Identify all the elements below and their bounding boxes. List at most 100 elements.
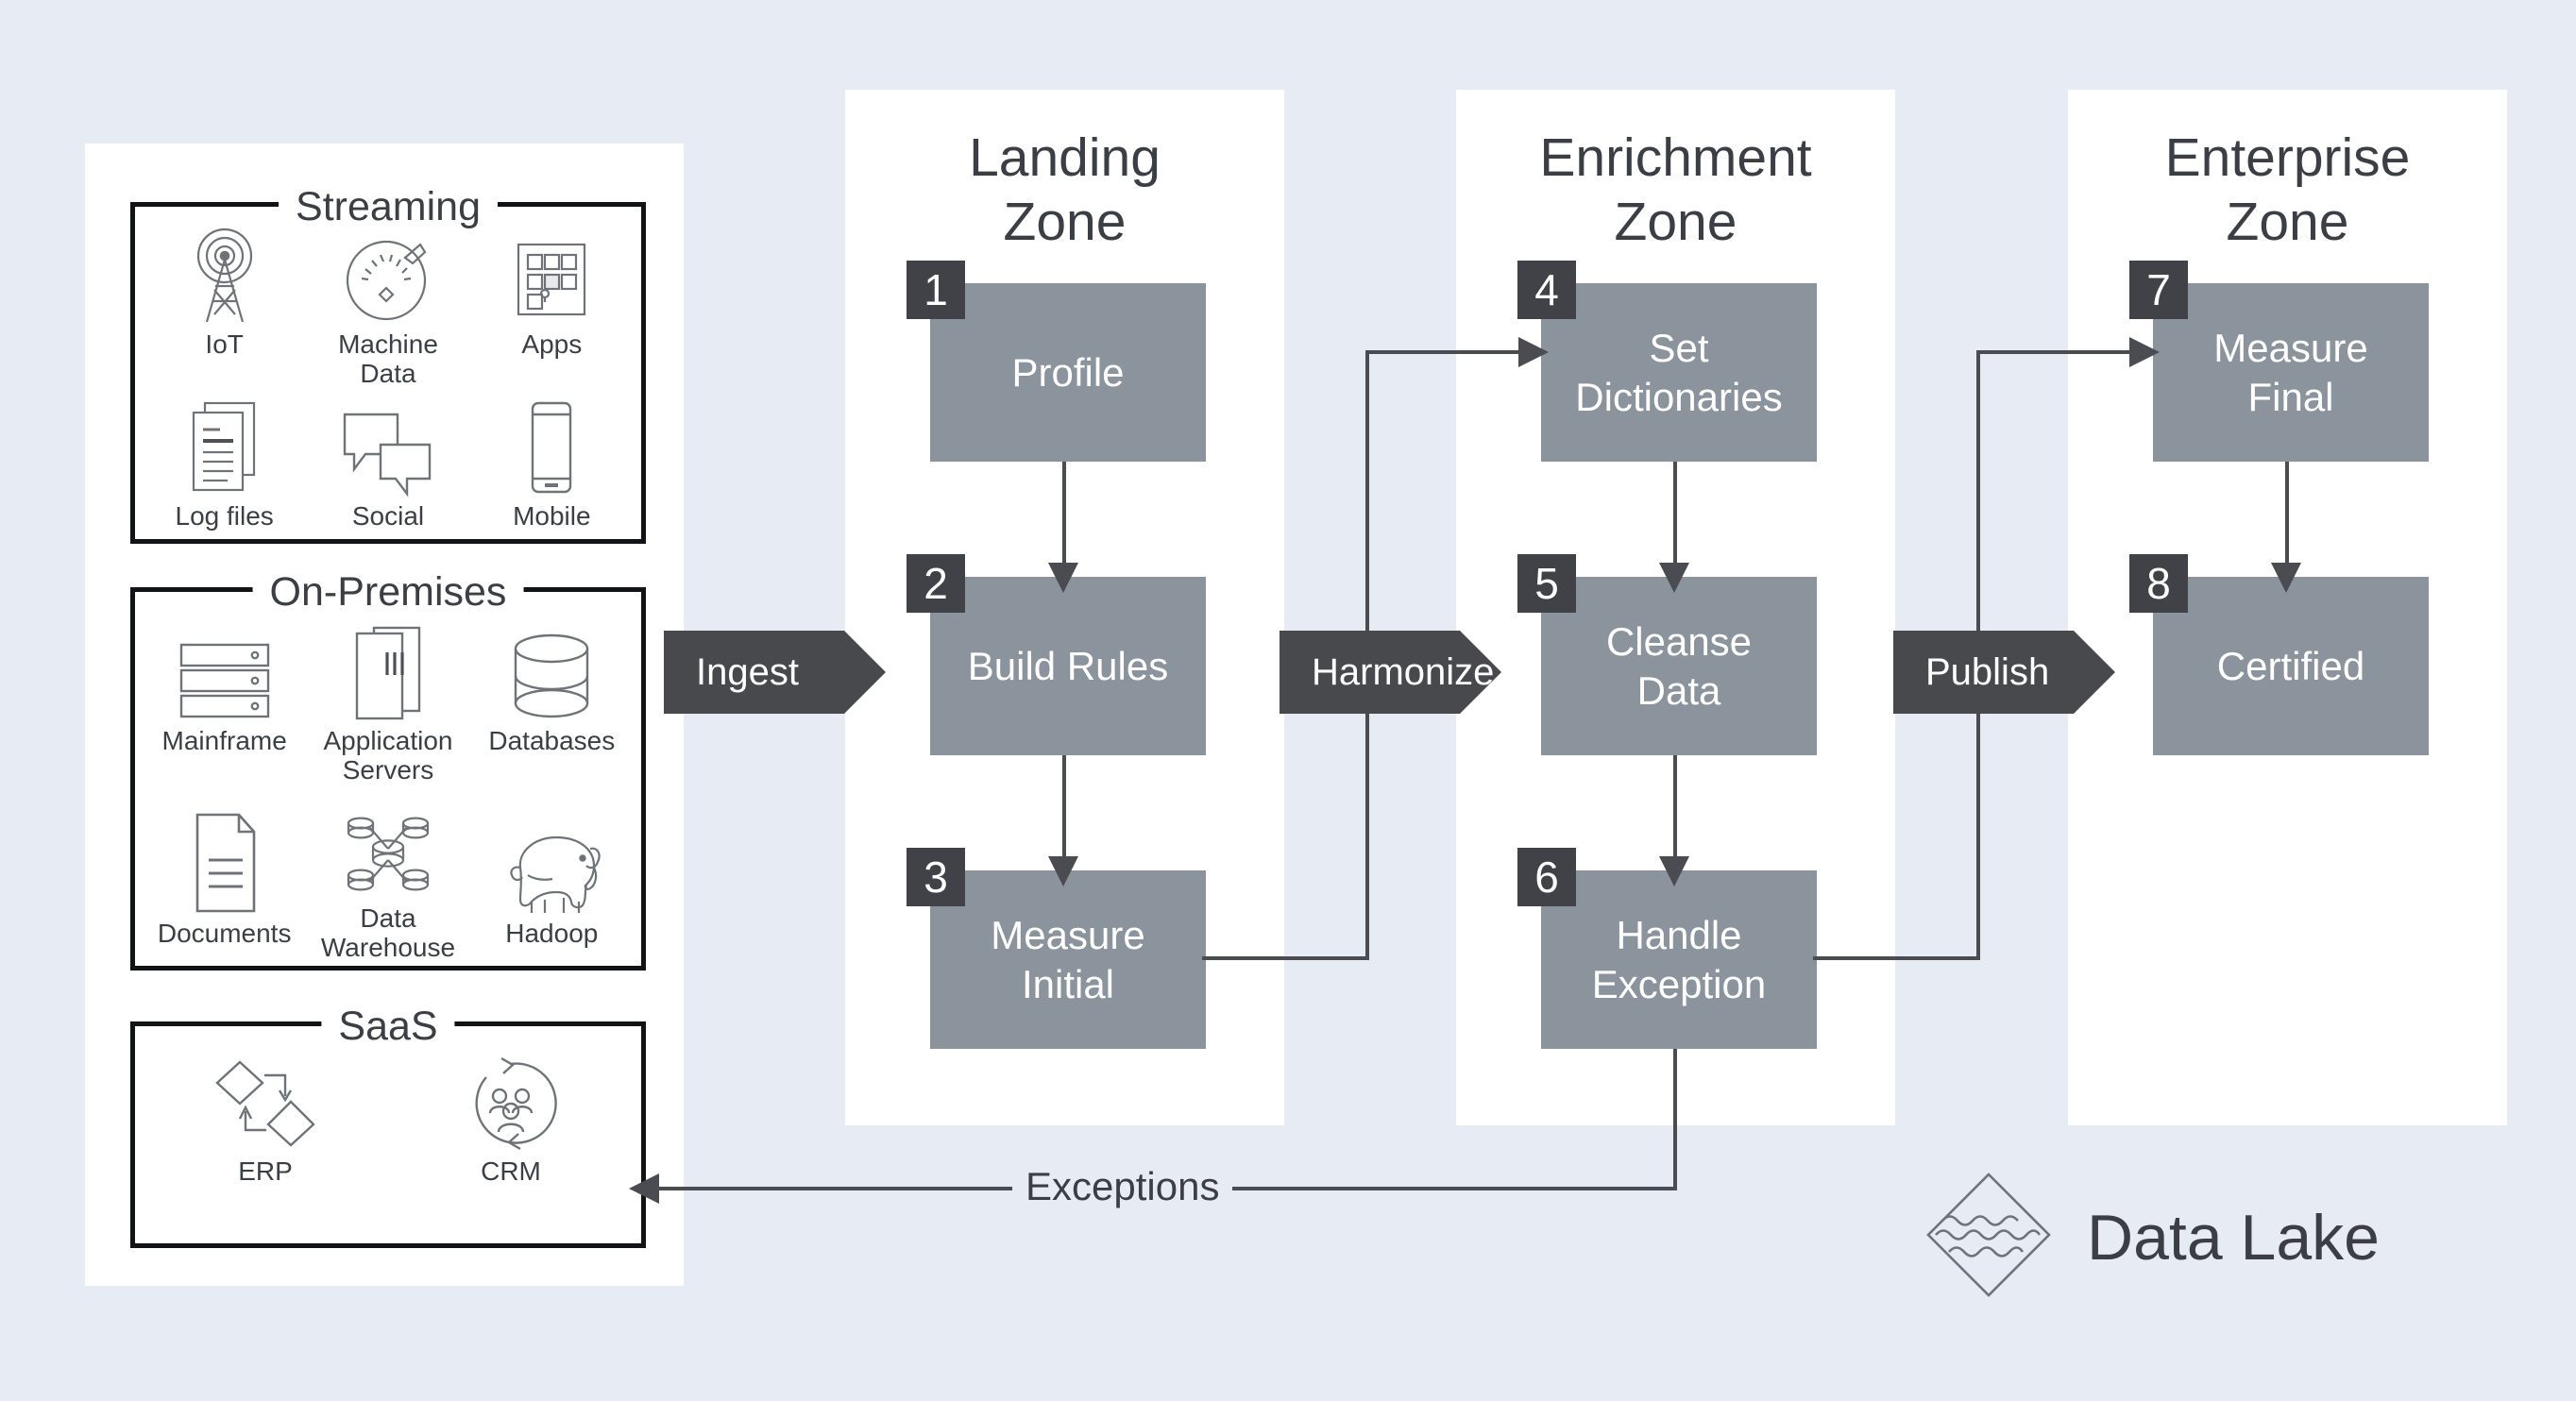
step-number: 3 [924,852,948,902]
source-item-label: ERP [238,1156,293,1186]
connector-1-2 [1062,462,1066,570]
phase-arrow-label: Ingest [696,651,799,693]
source-item-label: Documents [157,919,292,948]
step-number: 8 [2146,559,2171,608]
step-number: 4 [1534,265,1559,314]
step-box-profile[interactable]: Profile [930,283,1206,462]
source-item-erp[interactable]: ERP [143,1051,388,1211]
chat-bubbles-icon [339,394,437,498]
apps-grid-icon [509,228,594,326]
source-item-label: CRM [481,1156,541,1186]
step-number: 2 [924,559,948,608]
source-item-mobile[interactable]: Mobile [470,394,634,535]
source-item-label: Application Servers [323,726,453,785]
log-files-icon [182,394,267,498]
source-item-social[interactable]: Social [306,394,469,535]
source-item-databases[interactable]: Databases [470,620,634,802]
connector-5-6 [1673,755,1677,864]
source-item-label: Apps [521,329,583,359]
data-lake-label: Data Lake [2087,1201,2380,1274]
source-item-documents[interactable]: Documents [143,802,306,962]
crm-people-cycle-icon [462,1051,560,1153]
source-item-label: Hadoop [505,919,599,948]
step-badge-3: 3 [907,848,965,906]
step-badge-6: 6 [1517,848,1576,906]
connector-2-3 [1062,755,1066,864]
phase-arrow-label: Publish [1925,651,2050,693]
step-label: Handle Exception [1591,912,1767,1006]
step-label: Measure Final [2213,325,2368,419]
source-item-label: Databases [488,726,616,755]
step-number: 7 [2146,265,2171,314]
source-item-label: Data Warehouse [320,903,456,962]
source-item-label: Social [351,501,425,531]
step-label: Build Rules [967,643,1169,688]
source-item-label: IoT [205,329,244,359]
gauge-icon [343,228,433,326]
data-lake-diamond-icon [1923,1169,2055,1306]
step-badge-4: 4 [1517,261,1576,319]
step-box-certified[interactable]: Certified [2153,577,2429,755]
connector-7-8 [2285,462,2289,570]
arrowhead-left [629,1173,659,1204]
step-box-cleanse-data[interactable]: Cleanse Data [1541,577,1817,755]
arrowhead-down [1048,563,1078,593]
data-warehouse-icon [342,802,434,900]
exceptions-label: Exceptions [1012,1167,1233,1207]
connector-6-7-h2 [1976,350,2146,354]
source-group-streaming: Streaming [130,181,646,544]
phase-arrow-harmonize[interactable]: Harmonize [1280,631,1501,714]
source-item-data-warehouse[interactable]: Data Warehouse [306,802,469,962]
step-number: 1 [924,265,948,314]
database-cylinder-icon [507,620,596,722]
step-badge-8: 8 [2129,554,2188,613]
phase-arrow-label: Harmonize [1312,651,1495,693]
source-group-saas: SaaS [130,1001,646,1248]
zone-title: Enterprise Zone [2164,127,2411,252]
step-box-measure-final[interactable]: Measure Final [2153,283,2429,462]
source-group-on-premises: On-Premises Mainframe [130,566,646,971]
source-item-log-files[interactable]: Log files [143,394,306,535]
hadoop-elephant-icon [500,802,603,915]
source-item-label: Mobile [513,501,591,531]
server-rack-icon [176,620,274,722]
connector-4-5 [1673,462,1677,570]
step-label: Profile [1011,349,1125,395]
step-badge-2: 2 [907,554,965,613]
source-item-machine-data[interactable]: Machine Data [306,228,469,394]
connector-3-4-h2 [1365,350,1535,354]
source-item-label: Machine Data [338,329,438,388]
step-label: Measure Initial [991,912,1145,1006]
arrowhead-right [1518,337,1549,367]
source-item-apps[interactable]: Apps [470,228,634,394]
step-box-build-rules[interactable]: Build Rules [930,577,1206,755]
arrowhead-down [1659,856,1689,886]
source-item-crm[interactable]: CRM [388,1051,634,1211]
data-sources-panel: Streaming [85,143,684,1286]
source-group-title: SaaS [321,1001,455,1052]
document-page-icon [188,802,262,915]
source-group-title: On-Premises [252,566,524,617]
source-item-iot[interactable]: IoT [143,228,306,394]
zone-title: Landing Zone [969,127,1161,252]
step-badge-5: 5 [1517,554,1576,613]
arrowhead-down [1048,856,1078,886]
phase-arrow-ingest[interactable]: Ingest [664,631,886,714]
step-box-set-dictionaries[interactable]: Set Dictionaries [1541,283,1817,462]
source-item-hadoop[interactable]: Hadoop [470,802,634,962]
step-label: Certified [2216,643,2365,688]
erp-diamond-cycle-icon [210,1051,321,1153]
source-item-label: Log files [175,501,274,531]
source-item-mainframe[interactable]: Mainframe [143,620,306,802]
step-box-measure-initial[interactable]: Measure Initial [930,870,1206,1049]
arrowhead-down [2271,563,2301,593]
step-box-handle-exception[interactable]: Handle Exception [1541,870,1817,1049]
arrowhead-down [1659,563,1689,593]
phase-arrow-publish[interactable]: Publish [1893,631,2115,714]
source-item-application-servers[interactable]: Application Servers [306,620,469,802]
connector-6-7-h1 [1813,956,1980,960]
iot-tower-icon [184,228,265,326]
source-item-label: Mainframe [161,726,287,755]
step-label: Set Dictionaries [1575,325,1783,419]
